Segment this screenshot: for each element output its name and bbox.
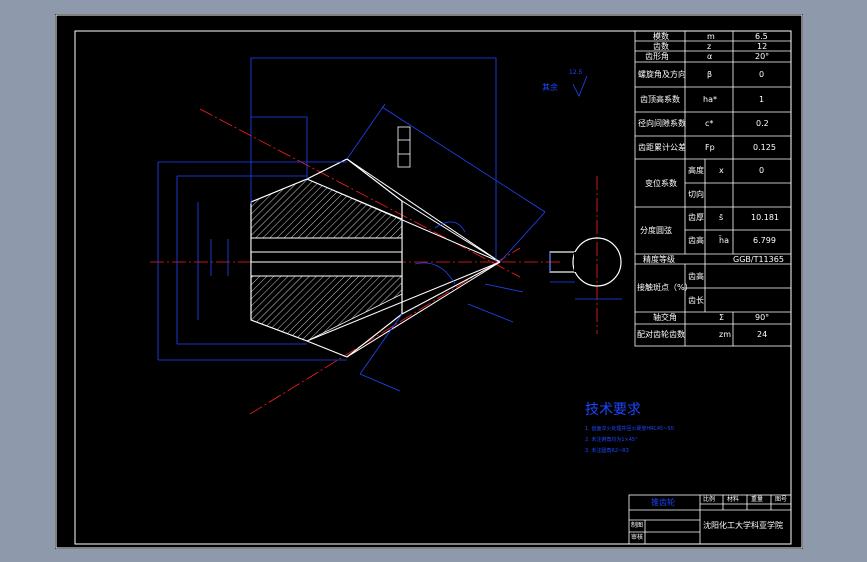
param-sub-contact-length: 齿长 bbox=[688, 296, 704, 305]
param-name-helix-angle: 螺旋角及方向 bbox=[638, 70, 686, 79]
param-symbol-teeth: z bbox=[707, 42, 712, 51]
root-cone-upper bbox=[401, 200, 501, 263]
bore-lower bbox=[250, 261, 403, 277]
param-value-addendum-coeff: 1 bbox=[759, 95, 765, 104]
param-value-pressure-angle: 20° bbox=[755, 52, 770, 61]
param-sub-chordal-height: 齿高 bbox=[688, 236, 704, 245]
param-value-thickness: 10.181 bbox=[751, 213, 779, 222]
param-symbol-thickness: s̄ bbox=[719, 213, 724, 222]
param-value-helix-angle: 0 bbox=[759, 70, 765, 79]
param-value-shift-coeff: 0 bbox=[759, 166, 765, 175]
note-item-2: 2. 未注倒角均为1×45° bbox=[585, 436, 638, 443]
param-symbol-helix-angle: β bbox=[707, 70, 713, 79]
param-name-shaft-angle: 轴交角 bbox=[653, 313, 677, 322]
face-cone-line-lower bbox=[306, 261, 501, 342]
param-value-shaft-angle: 90° bbox=[755, 313, 770, 322]
param-sub-contact-height: 齿高 bbox=[688, 272, 704, 281]
notes-title: 技术要求 bbox=[585, 402, 641, 418]
param-sub-thickness: 齿厚 bbox=[688, 213, 704, 222]
col-scale: 比例 bbox=[703, 496, 716, 503]
geometric-tolerance-frame bbox=[397, 126, 411, 168]
param-value-precision: GGB/T11365 bbox=[733, 255, 784, 264]
pitch-line-upper bbox=[199, 108, 521, 278]
param-symbol-chordal-height: h̄a bbox=[719, 236, 729, 245]
param-value-teeth: 12 bbox=[757, 42, 768, 51]
drawing-sheet: 其余 12.5 技术要求 1. 齿面淬火处理并回火硬度HRC45~50 2. 未… bbox=[55, 14, 803, 549]
param-name-precision: 精度等级 bbox=[643, 255, 675, 264]
param-symbol-mating-teeth: zm bbox=[719, 330, 731, 339]
face-cone-line-upper bbox=[306, 178, 501, 263]
note-item-1: 1. 齿面淬火处理并回火硬度HRC45~50 bbox=[585, 425, 674, 432]
param-name-modulus: 模数 bbox=[653, 32, 669, 41]
drawn-by-label: 制图 bbox=[631, 522, 644, 529]
checked-by-label: 审核 bbox=[631, 534, 644, 541]
bore-upper bbox=[250, 237, 403, 253]
param-name-teeth: 齿数 bbox=[653, 42, 669, 51]
roughness-rest-label: 其余 bbox=[542, 82, 558, 92]
param-sub-height: 高度 bbox=[688, 166, 704, 175]
col-material: 材料 bbox=[727, 496, 740, 503]
dimension-lines bbox=[157, 57, 546, 392]
param-symbol-pitch-tolerance: Fp bbox=[705, 143, 715, 152]
tip-cone-upper bbox=[346, 158, 501, 263]
param-name-clearance-coeff: 径向间隙系数 bbox=[638, 119, 686, 128]
param-name-addendum-coeff: 齿顶高系数 bbox=[640, 95, 680, 104]
param-symbol-shift-coeff: x bbox=[719, 166, 724, 175]
param-name-pressure-angle: 齿形角 bbox=[645, 52, 669, 61]
param-sub-tangential: 切向 bbox=[688, 190, 704, 199]
param-value-modulus: 6.5 bbox=[755, 32, 768, 41]
roughness-value: 12.5 bbox=[569, 69, 583, 76]
param-symbol-modulus: m bbox=[707, 32, 715, 41]
col-drawing-no: 图号 bbox=[775, 496, 788, 503]
param-value-clearance-coeff: 0.2 bbox=[756, 119, 769, 128]
param-name-chordal: 分度圆弦 bbox=[640, 226, 672, 235]
param-symbol-shaft-angle: Σ bbox=[719, 313, 725, 322]
param-name-shift-coeff: 变位系数 bbox=[645, 179, 677, 188]
param-value-pitch-tolerance: 0.125 bbox=[753, 143, 776, 152]
title-block-grid bbox=[628, 494, 792, 545]
param-symbol-clearance-coeff: c* bbox=[705, 119, 714, 128]
note-item-3: 3. 未注圆角R2~R3 bbox=[585, 447, 629, 454]
drawing-name: 锥齿轮 bbox=[651, 498, 675, 507]
col-weight: 重量 bbox=[751, 496, 764, 503]
root-cone-lower bbox=[401, 261, 501, 315]
param-symbol-addendum-coeff: ha* bbox=[703, 95, 717, 104]
param-value-mating-teeth: 24 bbox=[757, 330, 768, 339]
roughness-symbol bbox=[572, 75, 588, 97]
gear-parameter-table-grid bbox=[634, 30, 792, 347]
tip-cone-lower bbox=[346, 261, 501, 358]
section-circle bbox=[572, 237, 622, 287]
param-name-pitch-tolerance: 齿距累计公差 bbox=[638, 143, 686, 152]
outer-frame bbox=[55, 14, 803, 549]
bevel-gear-drawing: 其余 12.5 技术要求 1. 齿面淬火处理并回火硬度HRC45~50 2. 未… bbox=[55, 14, 803, 549]
school-name: 沈阳化工大学科亚学院 bbox=[703, 521, 783, 530]
param-name-contact-pattern: 接触斑点（%） bbox=[637, 283, 693, 292]
param-symbol-pressure-angle: α bbox=[707, 52, 713, 61]
param-name-mating-teeth: 配对齿轮齿数 bbox=[637, 330, 685, 339]
param-value-chordal-height: 6.799 bbox=[753, 236, 776, 245]
